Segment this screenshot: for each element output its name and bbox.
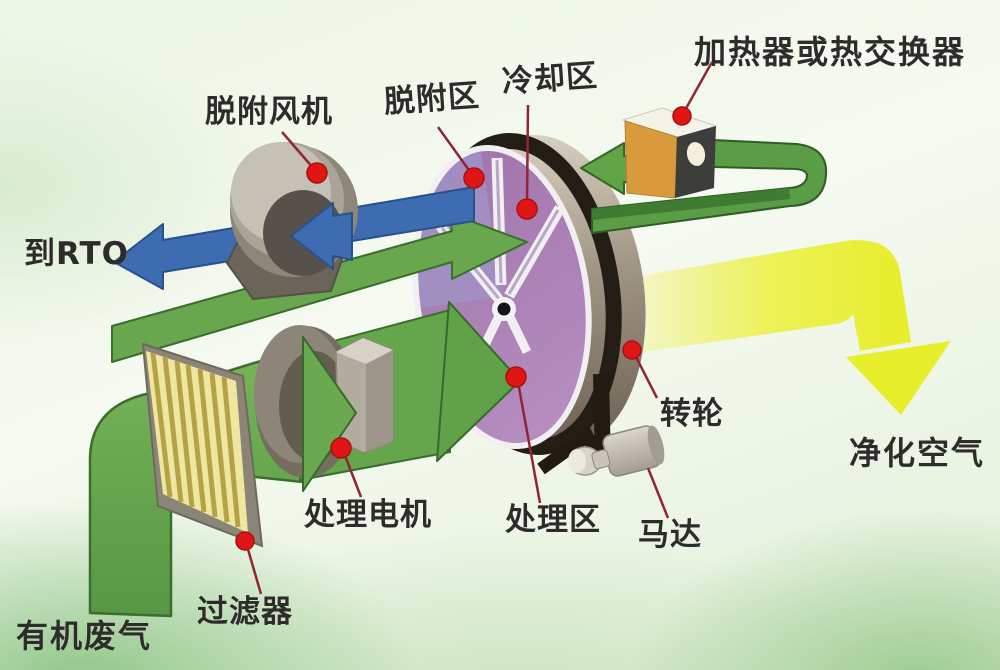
label-desorption-fan: 脱附风机 — [205, 94, 333, 130]
label-purified-air: 净化空气 — [849, 434, 986, 472]
label-rotor-wheel: 转轮 — [660, 396, 724, 432]
purified-air-arrow — [634, 240, 951, 415]
duct-flow-arrow — [302, 336, 357, 492]
leader-cooling-zone — [525, 104, 530, 204]
heat-loop-duct — [591, 139, 828, 234]
fan-outlet-arrow — [290, 202, 353, 270]
dot-cooling-zone — [516, 198, 538, 220]
heater-port-oval — [686, 142, 706, 166]
dot-desorption-fan — [306, 162, 328, 184]
dot-filter — [235, 531, 255, 551]
label-organic-waste-gas: 有机废气 — [16, 617, 153, 655]
leader-heater — [682, 61, 714, 113]
label-to-rto: 到RTO — [24, 236, 129, 272]
dot-treatment-motor — [330, 437, 352, 459]
heater-box — [621, 107, 718, 199]
filter-panel — [141, 342, 264, 548]
label-heater: 加热器或热交换器 — [694, 33, 967, 71]
marker-dots — [235, 106, 692, 551]
leader-treatment-motor — [342, 452, 363, 498]
dot-rotor — [622, 340, 642, 360]
leader-treatment-zone — [516, 381, 542, 504]
dot-desorption-zone — [463, 167, 485, 189]
label-cooling-zone: 冷却区 — [500, 57, 600, 101]
treatment-inlet-arrow — [436, 301, 521, 462]
leader-desorption-fan — [281, 131, 315, 170]
label-desorption-zone: 脱附区 — [382, 77, 482, 121]
label-motor: 马达 — [638, 517, 702, 553]
leader-rotor — [633, 354, 659, 399]
leader-filter — [245, 545, 263, 595]
label-treatment-zone: 处理区 — [505, 502, 601, 538]
dot-treatment-zone — [505, 366, 527, 388]
leader-motor — [646, 467, 670, 519]
leader-desorption-zone — [436, 126, 473, 174]
label-filter: 过滤器 — [197, 594, 293, 630]
label-treatment-motor: 处理电机 — [304, 497, 432, 533]
leader-lines — [245, 61, 714, 595]
dot-heater — [672, 106, 692, 126]
drive-motor — [591, 425, 665, 477]
